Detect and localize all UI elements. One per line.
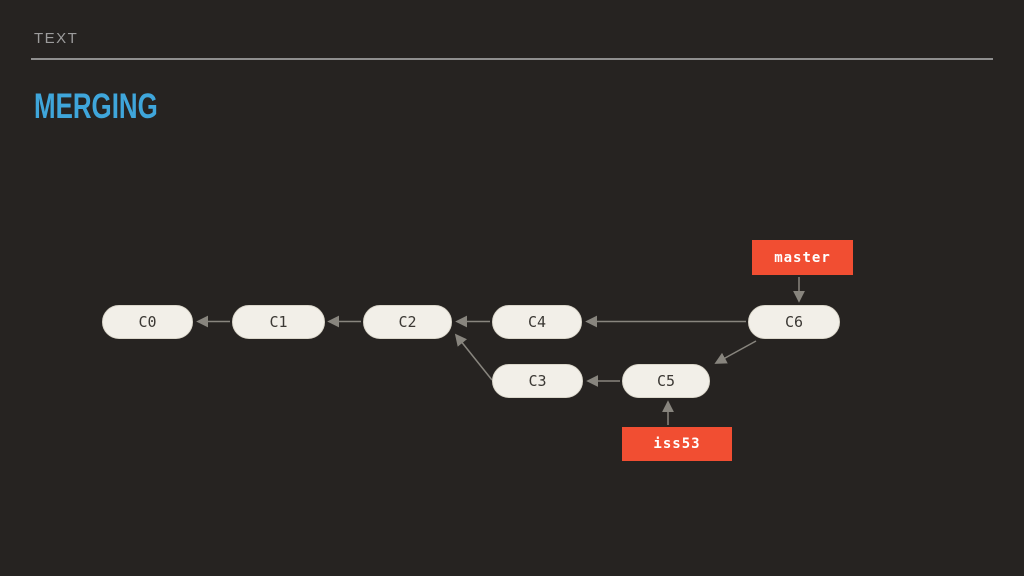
edge-c3-c2 (454, 333, 493, 381)
commit-node-c2: C2 (363, 305, 452, 339)
header-rule (31, 58, 993, 60)
commit-node-c5: C5 (622, 364, 710, 398)
commit-node-c0: C0 (102, 305, 193, 339)
branch-label-iss53: iss53 (622, 427, 732, 461)
slide-title: MERGING (34, 87, 158, 126)
branch-label-master: master (752, 240, 853, 275)
commit-node-c6: C6 (748, 305, 840, 339)
slide-kicker: TEXT (34, 30, 79, 47)
commit-node-c1: C1 (232, 305, 325, 339)
commit-node-c4: C4 (492, 305, 582, 339)
edge-c6-c5 (714, 340, 757, 364)
commit-node-c3: C3 (492, 364, 583, 398)
